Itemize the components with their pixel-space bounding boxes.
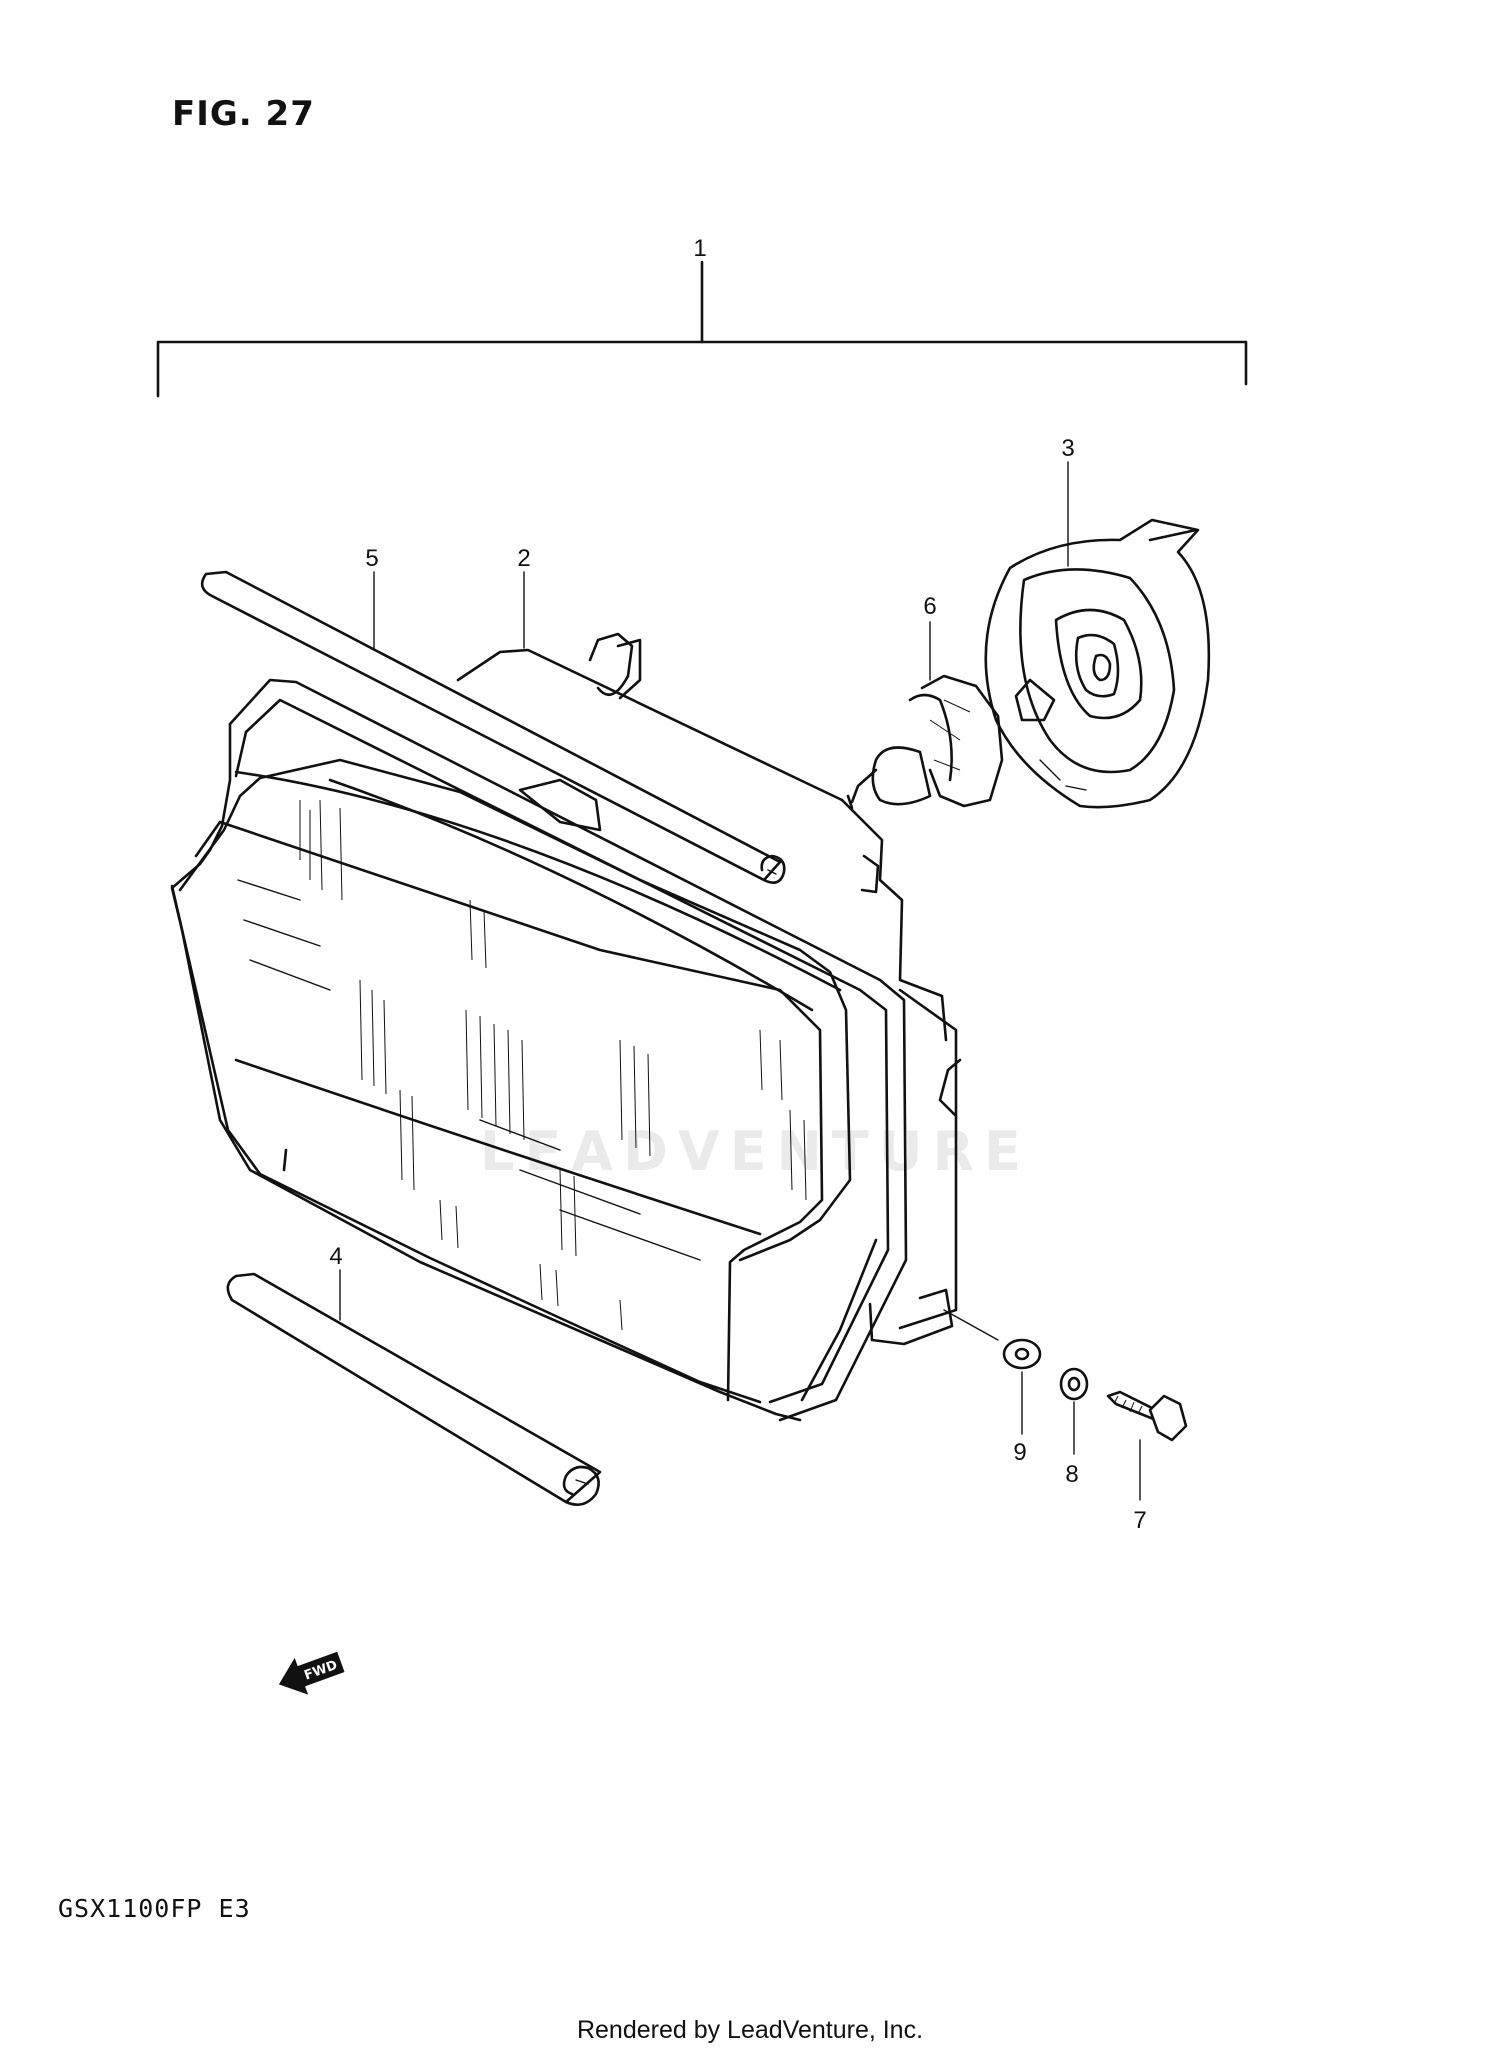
- lock-washer: [1059, 1367, 1089, 1401]
- socket-cover: [984, 518, 1211, 809]
- callout-labels: 1 2 3 4 5 6 7 8 9: [329, 235, 1146, 1534]
- headlight-housing: [456, 632, 958, 1330]
- callout-1: 1: [693, 235, 706, 262]
- leader-lines: [339, 461, 1141, 1501]
- callout-3: 3: [1061, 435, 1074, 462]
- callout-9: 9: [1013, 1439, 1026, 1466]
- upper-trim-strip: [200, 570, 786, 884]
- headlight-lens: [170, 678, 962, 1422]
- forward-arrow-icon: FWD: [278, 1651, 345, 1695]
- callout-4: 4: [329, 1243, 342, 1270]
- washer: [1002, 1338, 1042, 1370]
- callout-2: 2: [517, 545, 530, 572]
- bolt: [1106, 1390, 1188, 1442]
- figure-title: FIG. 27: [172, 94, 315, 134]
- lower-trim-strip: [226, 1272, 602, 1506]
- bulb: [846, 674, 1004, 810]
- callout-6: 6: [923, 593, 936, 620]
- assembly-bracket: [156, 260, 1248, 398]
- callout-5: 5: [365, 545, 378, 572]
- footer-credit: Rendered by LeadVenture, Inc.: [576, 2016, 924, 2044]
- callout-8: 8: [1065, 1461, 1078, 1488]
- callout-7: 7: [1133, 1507, 1146, 1534]
- model-code: GSX1100FP E3: [58, 1894, 251, 1923]
